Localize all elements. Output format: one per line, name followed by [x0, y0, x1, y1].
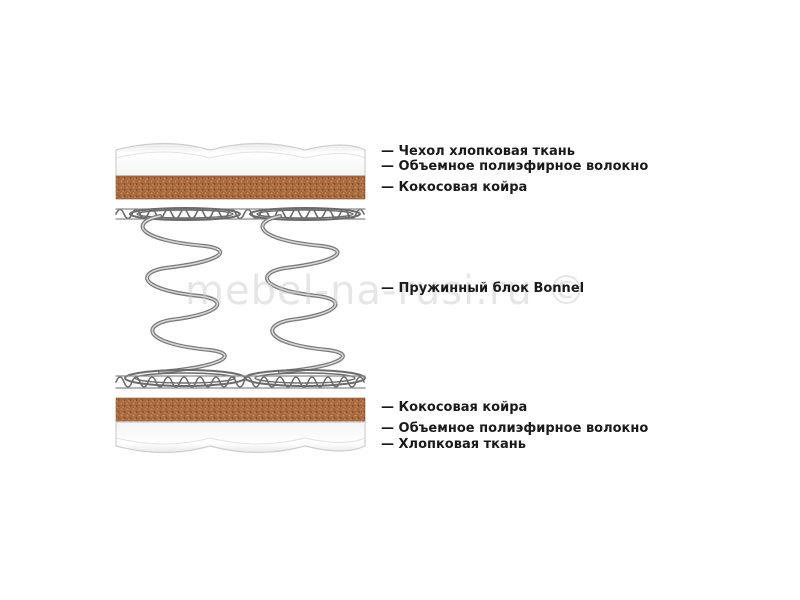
bottom-fiber-layer: [115, 421, 366, 454]
label-coir-bottom: — Кокосовая койра: [381, 400, 528, 415]
label-fiber-bottom: — Объемное полиэфирное волокно: [381, 421, 649, 436]
label-cover-top: — Чехол хлопковая ткань: [381, 144, 575, 159]
bottom-coir-layer: [116, 398, 365, 422]
bonnel-spring-block: [115, 207, 366, 389]
label-coir-top: — Кокосовая койра: [381, 180, 528, 195]
top-fiber-layer: [115, 142, 366, 177]
label-fiber-top: — Объемное полиэфирное волокно: [381, 159, 649, 174]
label-cover-bottom: — Хлопковая ткань: [381, 437, 526, 452]
top-coir-layer: [116, 176, 365, 199]
label-spring-block: — Пружинный блок Bonnel: [381, 281, 585, 296]
